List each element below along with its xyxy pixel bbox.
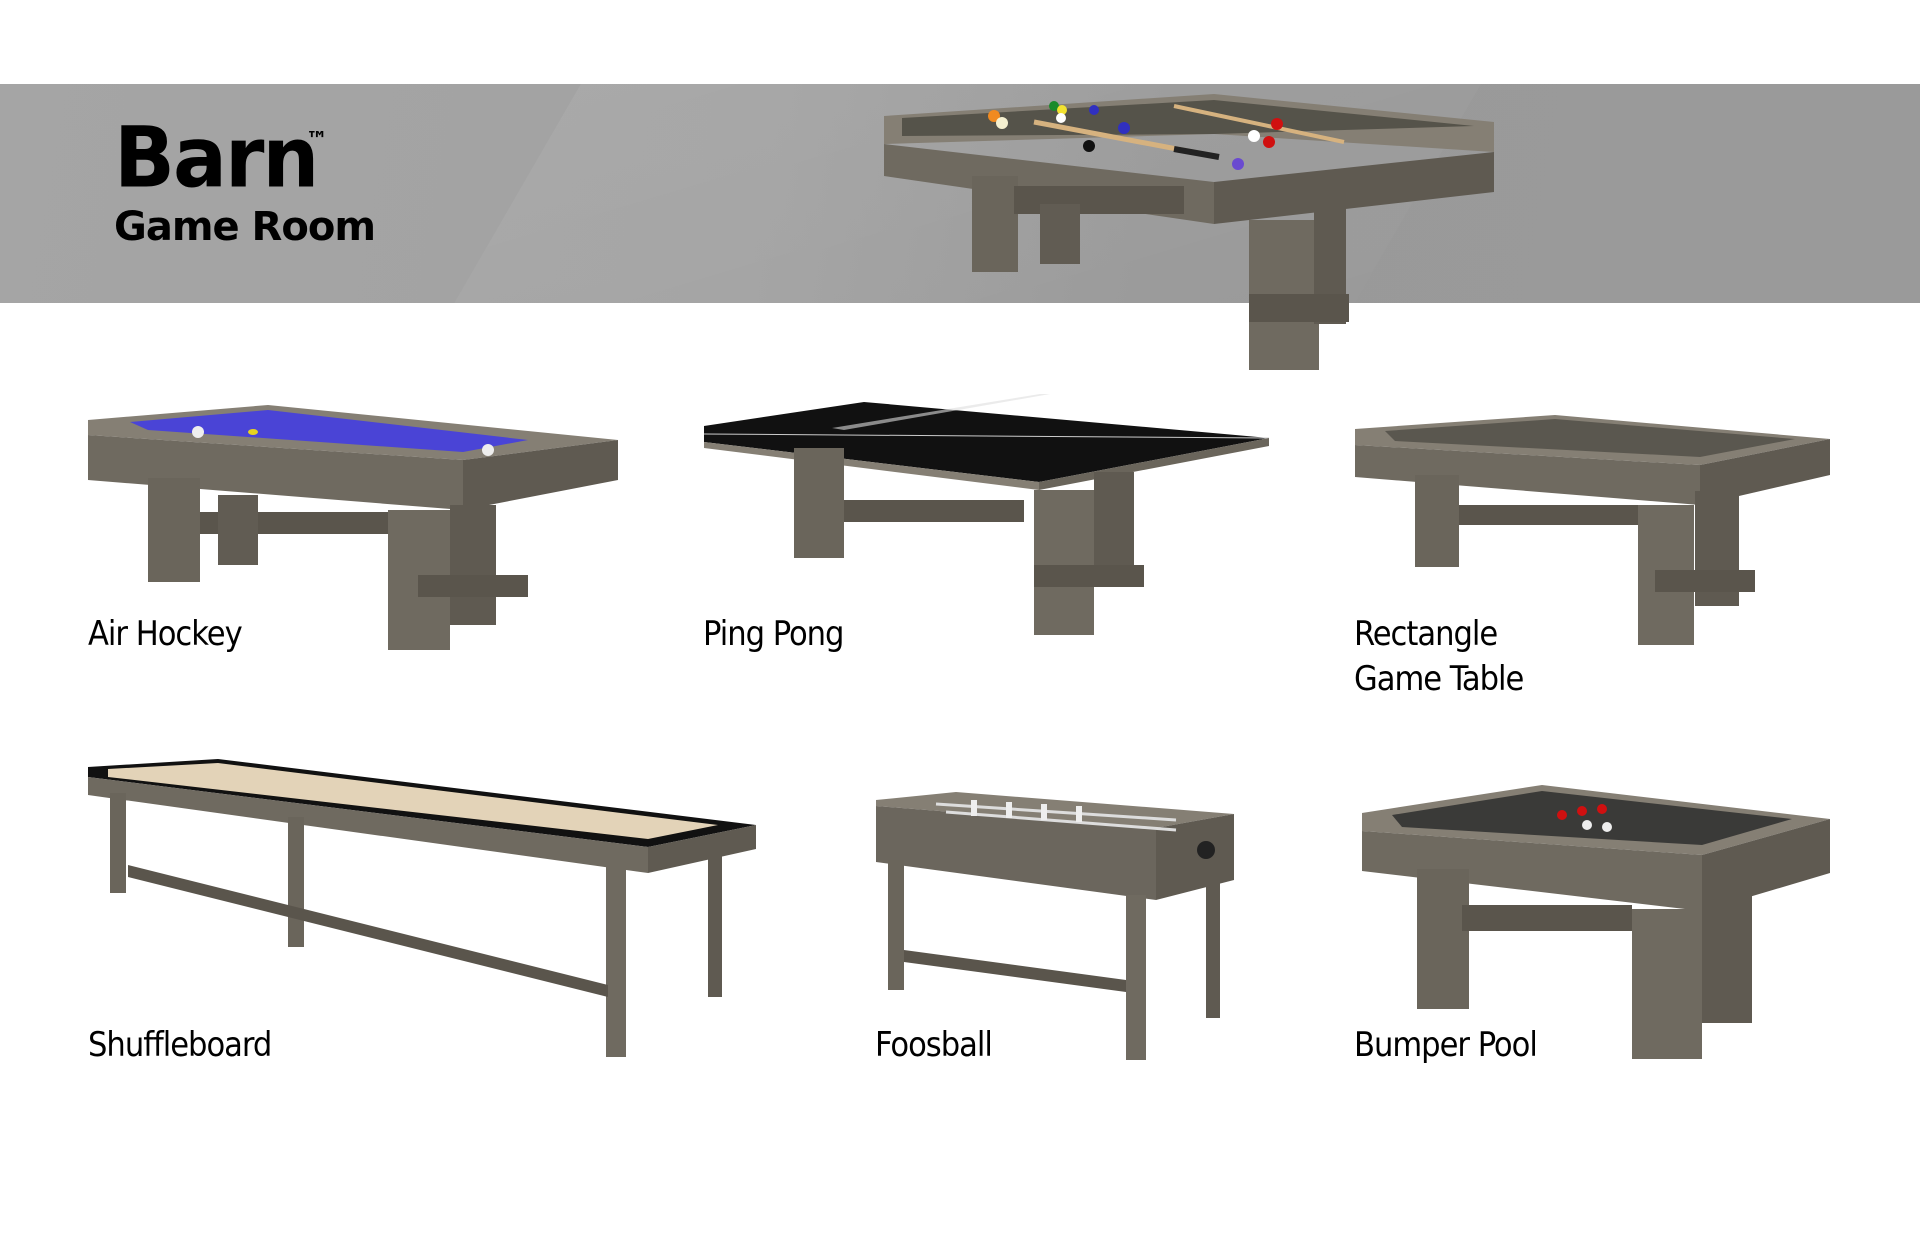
label-bumper-pool: Bumper Pool: [1354, 1025, 1538, 1065]
pool-table-image: [884, 94, 1504, 374]
bumper-pool-image: [1362, 785, 1832, 1060]
shuffleboard-image: [88, 755, 758, 1060]
rectangle-game-table-image: [1355, 405, 1835, 645]
label-shuffleboard: Shuffleboard: [88, 1025, 272, 1065]
air-hockey-image: [88, 400, 618, 650]
label-air-hockey: Air Hockey: [88, 614, 243, 654]
trademark-symbol: ™: [306, 128, 328, 153]
brand-name: Barn: [114, 108, 319, 207]
ping-pong-image: [704, 390, 1274, 650]
brand-logo: Barn ™ Game Room: [114, 108, 376, 250]
label-ping-pong: Ping Pong: [703, 614, 844, 654]
label-rectangle-line1: Rectangle: [1354, 614, 1498, 654]
label-rectangle-line2: Game Table: [1354, 659, 1524, 699]
foosball-image: [876, 790, 1236, 1060]
label-foosball: Foosball: [875, 1025, 993, 1065]
brand-subtitle: Game Room: [114, 204, 376, 250]
